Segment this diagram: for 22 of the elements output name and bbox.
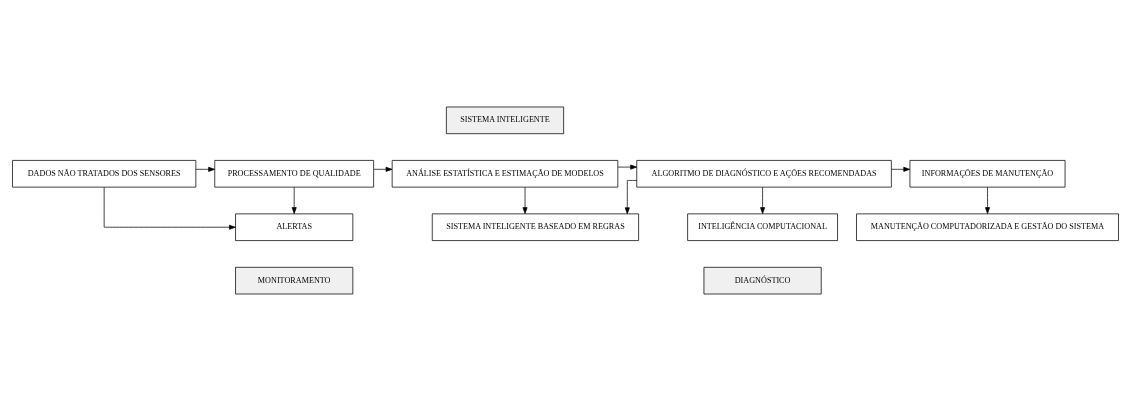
node-box: ANÁLISE ESTATÍSTICA E ESTIMAÇÃO DE MODELOS [391,159,619,187]
arrow [760,186,766,214]
node-box: ALGORITMO DE DIAGNÓSTICO E AÇÕES RECOMENDADAS [636,159,892,187]
node-box: SISTEMA INTELIGENTE BASEADO EM REGRAS [431,213,639,241]
node-box: MONITORAMENTO [235,266,354,294]
node-box: SISTEMA INTELIGENTE [446,106,564,134]
node-box: INTELIGÊNCIA COMPUTACIONAL [687,213,838,241]
node-box: ALERTAS [235,213,354,241]
node-box: INFORMAÇÕES DE MANUTENÇÃO [909,159,1066,187]
node-box: DADOS NÃO TRATADOS DOS SENSORES [12,159,197,187]
arrow [624,179,638,214]
arrow [291,186,297,214]
arrow [985,186,990,214]
node-box: PROCESSAMENTO DE QUALIDADE [214,159,374,187]
arrow [617,164,637,170]
arrow [891,166,911,172]
node-box: DIAGNÓSTICO [703,266,822,294]
arrow [373,166,393,172]
node-box: MANUTENÇÃO COMPUTADORIZADA E GESTÃO DO SISTEMA [856,213,1119,241]
arrow [195,166,215,172]
arrow [522,186,528,214]
arrow [103,186,236,230]
